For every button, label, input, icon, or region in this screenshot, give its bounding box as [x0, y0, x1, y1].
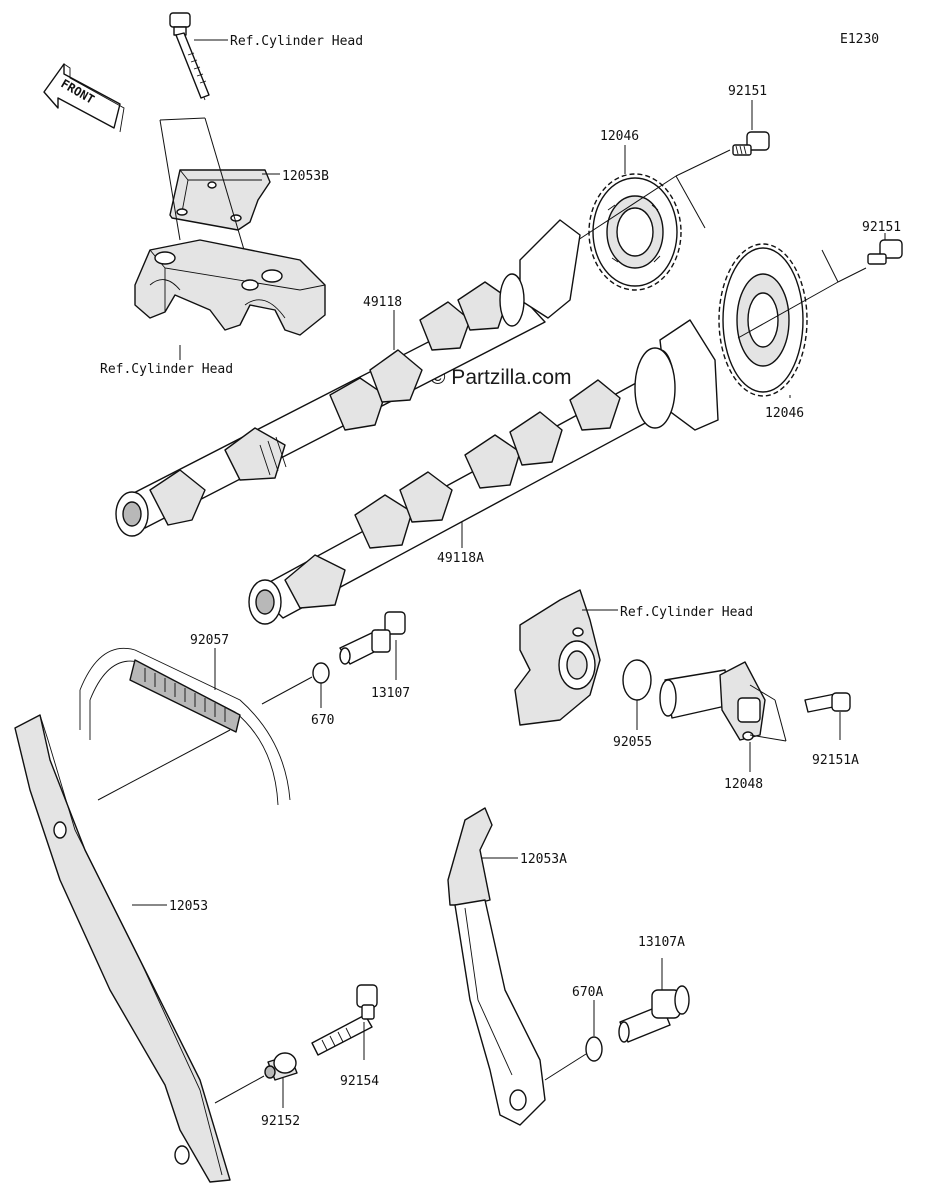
- label-13107: 13107: [371, 686, 410, 701]
- label-12048: 12048: [724, 777, 763, 792]
- oring-670-drawing: [312, 662, 330, 684]
- sprocket-right-drawing: [718, 243, 808, 397]
- label-13107a: 13107A: [638, 935, 685, 950]
- bolt-13107a-drawing: [618, 985, 690, 1043]
- label-92151a: 92151A: [812, 753, 859, 768]
- front-arrow-icon: FRONT: [43, 63, 125, 133]
- top-bolt-drawing: [169, 12, 210, 101]
- label-92154: 92154: [340, 1074, 379, 1089]
- bracket-12053b-drawing: [169, 169, 271, 231]
- label-12053a: 12053A: [520, 852, 567, 867]
- chain-92057-drawing: [79, 647, 291, 806]
- label-12046-right: 12046: [765, 406, 804, 421]
- label-670a: 670A: [572, 985, 603, 1000]
- label-670: 670: [311, 713, 334, 728]
- bolt-92151-top-drawing: [732, 131, 770, 156]
- oring-670a-drawing: [585, 1036, 603, 1062]
- diagram-code: E1230: [840, 32, 879, 47]
- collar-92152-drawing: [264, 1052, 298, 1081]
- label-12046-top: 12046: [600, 129, 639, 144]
- guide-12053a-drawing: [447, 807, 546, 1126]
- guide-12053-drawing: [14, 714, 231, 1183]
- label-49118: 49118: [363, 295, 402, 310]
- camshaft-49118a-drawing: [248, 319, 719, 625]
- label-92152: 92152: [261, 1114, 300, 1129]
- bolt-92154-drawing: [311, 984, 378, 1056]
- bolt-13107-drawing: [339, 611, 406, 665]
- label-12053b: 12053B: [282, 169, 329, 184]
- ref-cylinder-head-right: Ref.Cylinder Head: [620, 605, 753, 620]
- sprocket-top-drawing: [588, 173, 682, 291]
- label-12053: 12053: [169, 899, 208, 914]
- tensioner-head-drawing: [514, 589, 601, 726]
- ref-cylinder-head-mid: Ref.Cylinder Head: [100, 362, 233, 377]
- label-92055: 92055: [613, 735, 652, 750]
- bolt-92151a-drawing: [804, 692, 851, 713]
- camshaft-49118-drawing: [115, 219, 581, 537]
- label-92057: 92057: [190, 633, 229, 648]
- ref-cylinder-head-top: Ref.Cylinder Head: [230, 34, 363, 49]
- bolt-92151-right-drawing: [867, 239, 903, 265]
- gasket-92055-drawing: [622, 659, 652, 701]
- watermark: © Partzilla.com: [430, 366, 572, 389]
- label-92151-top: 92151: [728, 84, 767, 99]
- cam-cap-drawing: [134, 239, 326, 336]
- label-92151-right: 92151: [862, 220, 901, 235]
- tensioner-12048-drawing: [659, 661, 766, 741]
- label-49118a: 49118A: [437, 551, 484, 566]
